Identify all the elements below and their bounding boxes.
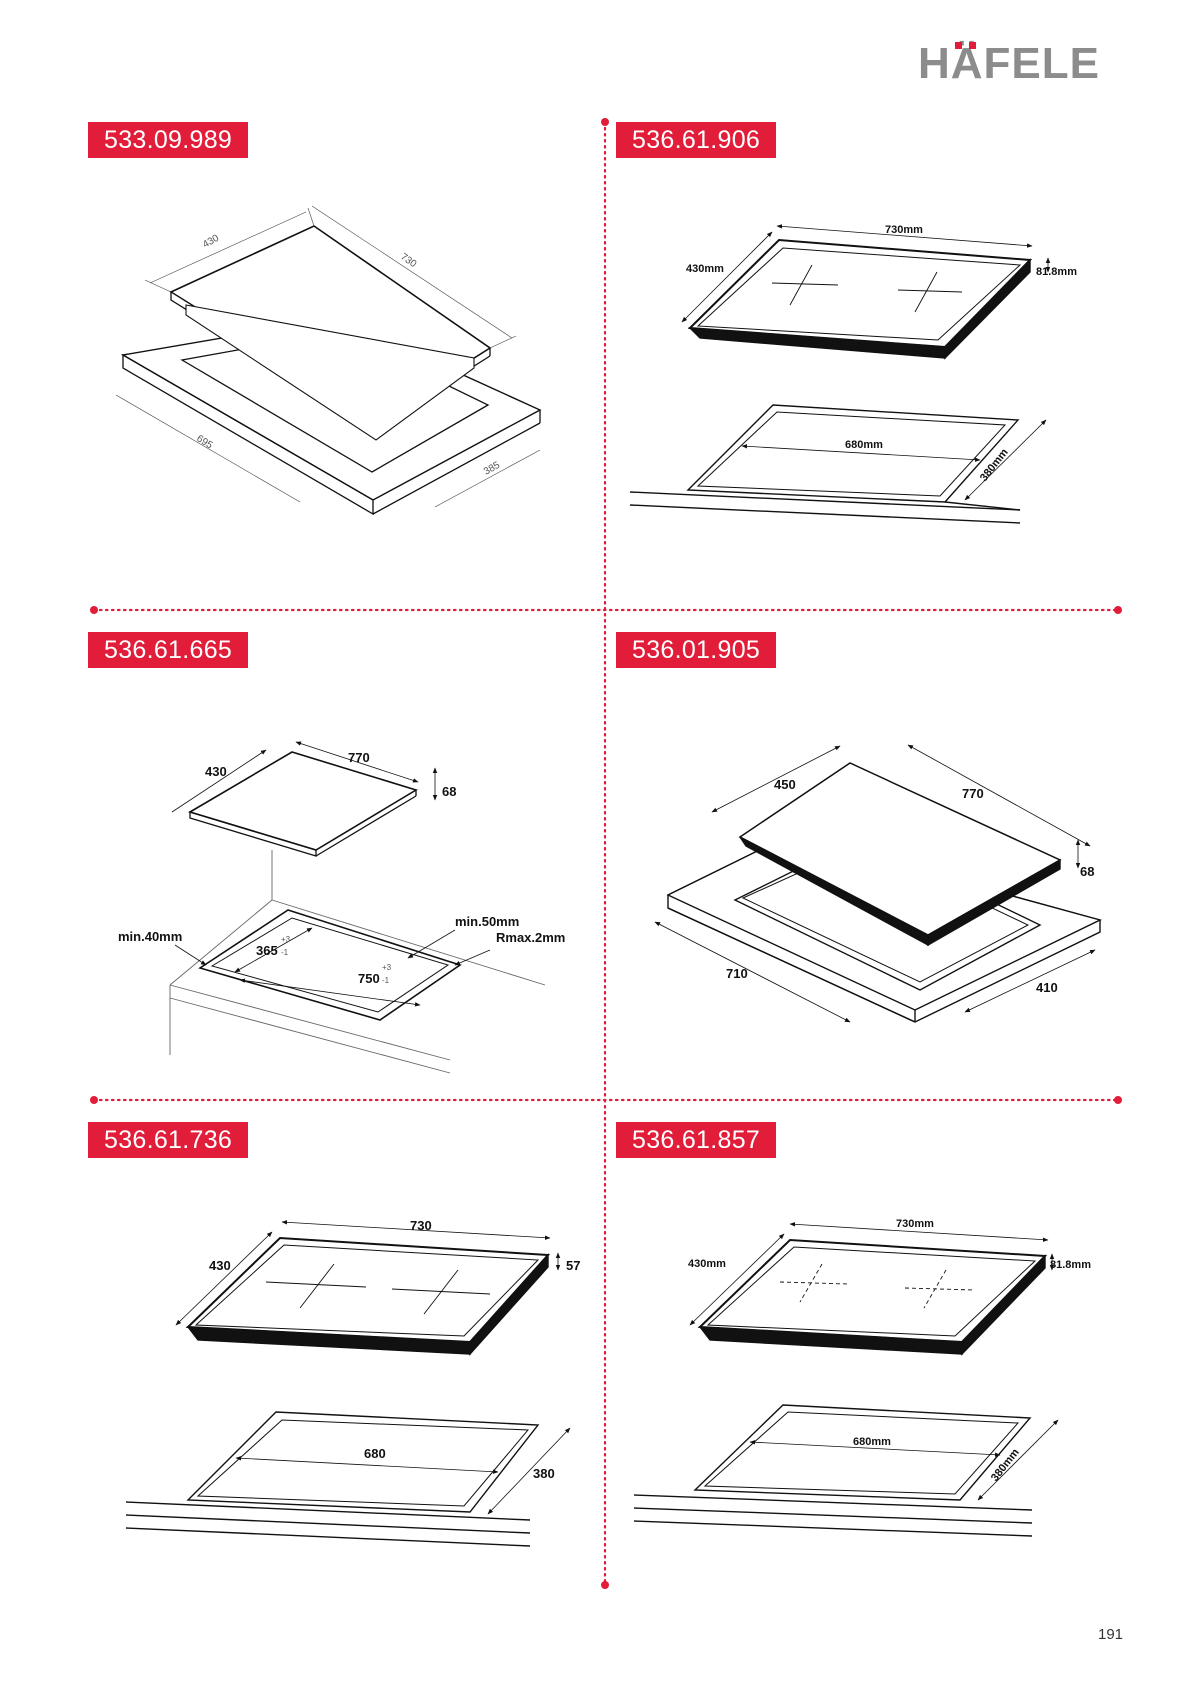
divider-dots	[90, 118, 1122, 1589]
dimension-cutout-width: 710	[726, 966, 748, 981]
dimension-cutout-depth: 365	[256, 943, 278, 958]
drawing-hob-536-01-905	[654, 744, 1102, 1023]
brand-logo-text: HÄFELE	[918, 39, 1100, 88]
product-code-label: 536.61.665	[88, 632, 249, 668]
dimension-depth: 430mm	[686, 263, 724, 275]
dimension-cutout-width: 750	[358, 971, 380, 986]
dimension-width: 770	[348, 750, 370, 765]
dimension-height: 68	[442, 784, 456, 799]
logo-umlaut-dot	[955, 42, 962, 49]
product-code-label: 536.61.857	[616, 1122, 777, 1158]
drawing-hob-536-61-736	[125, 1220, 571, 1547]
dimension-cutout-depth: 410	[1036, 980, 1058, 995]
dimension-height: 81.8mm	[1036, 266, 1077, 278]
tolerance-plus: +3	[281, 935, 291, 944]
dimension-cutout-width: 680	[364, 1446, 386, 1461]
dimension-cutout-depth: 380	[533, 1466, 555, 1481]
dimension-width: 730mm	[896, 1218, 934, 1230]
dimension-cutout-depth: 385	[482, 460, 502, 478]
product-code-label: 536.61.736	[88, 1122, 249, 1158]
tolerance-plus: +3	[382, 963, 392, 972]
dimension-cutout-depth: 380mm	[978, 446, 1011, 483]
tolerance-minus: -1	[281, 948, 289, 957]
dimension-cutout-width: 680mm	[853, 1436, 891, 1448]
dimension-radius: Rmax.2mm	[496, 930, 565, 945]
brand-logo: HÄFELE	[918, 40, 1128, 88]
dimension-depth: 430mm	[688, 1258, 726, 1270]
drawing-hob-536-61-906	[629, 224, 1051, 524]
dimension-depth: 430	[205, 764, 227, 779]
dimension-height: 81.8mm	[1050, 1259, 1091, 1271]
drawing-hob-536-61-665	[169, 741, 546, 1074]
dimension-cutout-width: 680mm	[845, 439, 883, 451]
dimension-depth: 430	[201, 233, 221, 251]
logo-umlaut-dot	[969, 42, 976, 49]
dimension-cutout-width: 695	[194, 433, 214, 451]
drawing-hob-533-09-989	[115, 205, 542, 516]
section-dividers	[92, 120, 1120, 1587]
product-code-label: 536.61.906	[616, 122, 777, 158]
page-number: 191	[1098, 1626, 1124, 1643]
dimension-height: 57	[566, 1258, 580, 1273]
dimension-min-side: min.40mm	[118, 929, 182, 944]
dimension-depth: 430	[209, 1258, 231, 1273]
dimension-width: 730	[398, 251, 418, 270]
drawing-hob-536-61-857	[633, 1222, 1059, 1537]
dimension-width: 770	[962, 786, 984, 801]
product-code-label: 536.01.905	[616, 632, 777, 668]
dimension-width: 730mm	[885, 224, 923, 236]
dimension-depth: 450	[774, 777, 796, 792]
dimension-min-back: min.50mm	[455, 914, 519, 929]
tolerance-minus: -1	[382, 976, 390, 985]
dimension-height: 68	[1080, 864, 1094, 879]
dimension-cutout-depth: 380mm	[989, 1446, 1022, 1483]
dimension-width: 730	[410, 1218, 432, 1233]
product-code-label: 533.09.989	[88, 122, 249, 158]
